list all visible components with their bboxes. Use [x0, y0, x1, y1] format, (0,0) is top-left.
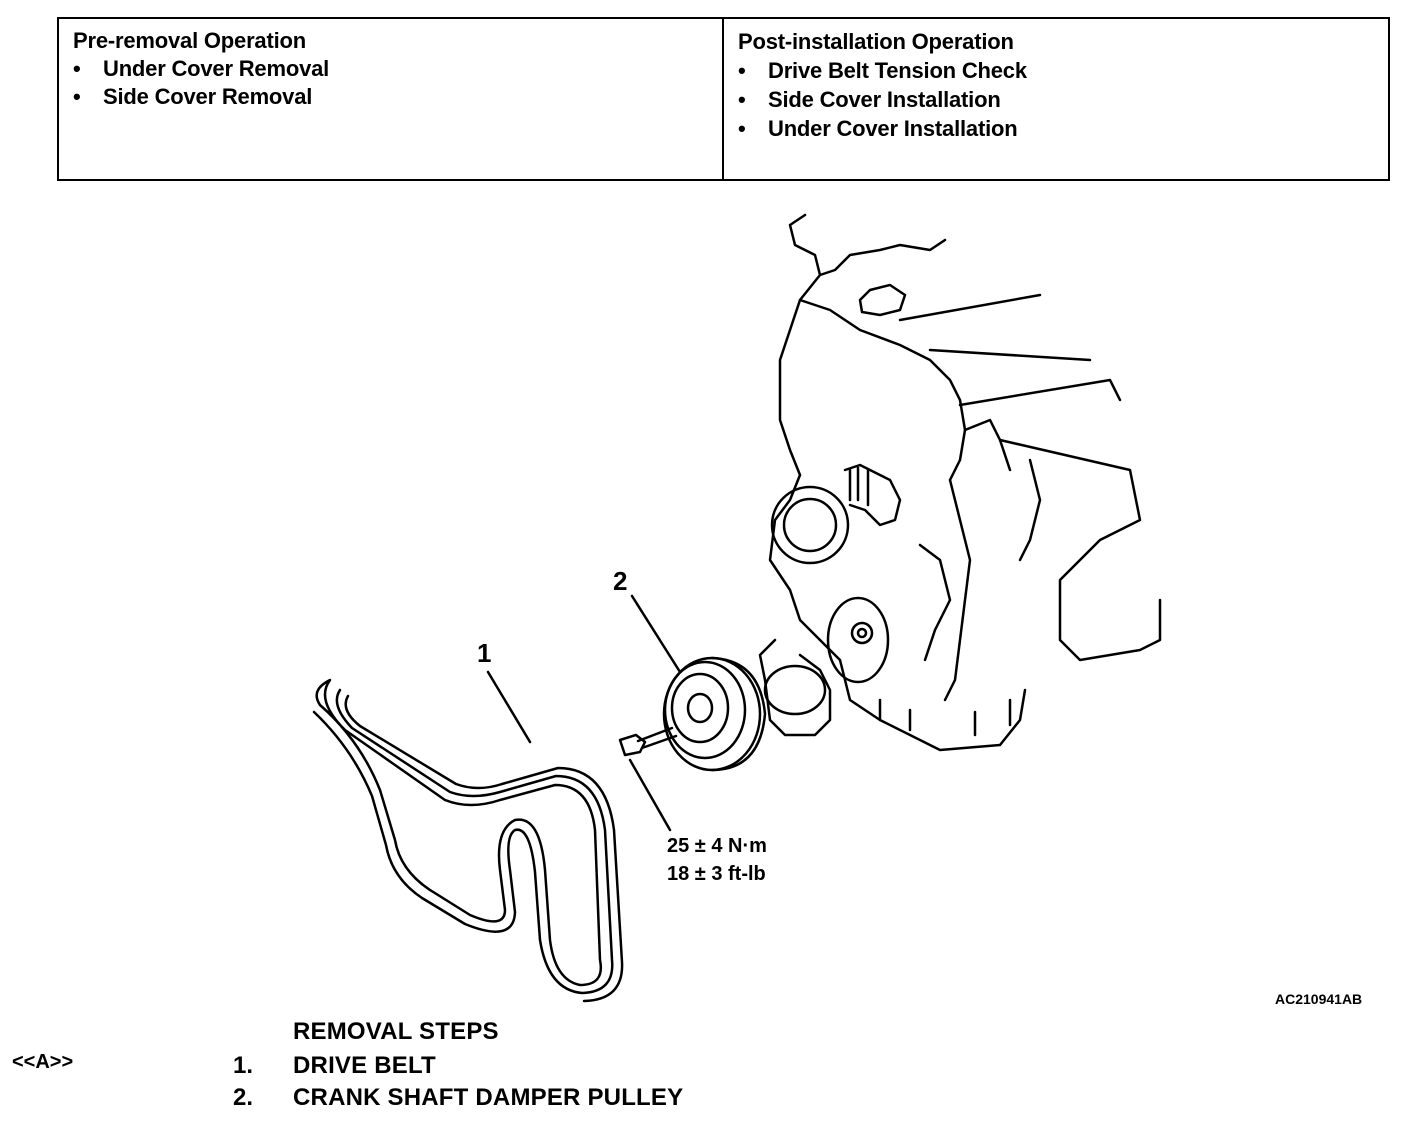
callout-1: 1 — [477, 638, 491, 668]
torque-ftlb: 18 ± 3 ft-lb — [667, 863, 766, 885]
step-number: 2. — [233, 1084, 254, 1111]
callout-1-leader — [486, 670, 532, 744]
pre-removal-list: Under Cover Removal Side Cover Removal — [73, 55, 708, 111]
pre-removal-column: Pre-removal Operation Under Cover Remova… — [59, 19, 724, 179]
removal-steps-title: REMOVAL STEPS — [293, 1018, 499, 1045]
pulley-bolt — [618, 726, 678, 757]
callout-2-leader — [630, 594, 682, 674]
pre-removal-item: Side Cover Removal — [73, 83, 708, 111]
post-installation-column: Post-installation Operation Drive Belt T… — [724, 19, 1388, 179]
step-number: 1. — [233, 1052, 254, 1079]
drive-belt — [312, 678, 624, 1003]
callout-2: 2 — [613, 566, 627, 596]
figure-id: AC210941AB — [1275, 991, 1362, 1007]
engine-block — [758, 213, 1162, 752]
removal-steps: REMOVAL STEPS <<A>> 1. DRIVE BELT 2. CRA… — [0, 1018, 1408, 1138]
crankshaft-damper-pulley — [662, 656, 767, 772]
post-installation-item: Under Cover Installation — [738, 114, 1374, 143]
torque-nm: 25 ± 4 N·m — [667, 835, 767, 857]
exploded-view-diagram: 1 2 25 ± 4 N·m 18 ± 3 ft-lb AC210941AB — [312, 213, 1362, 1007]
torque-leader — [628, 758, 672, 832]
operations-table: Pre-removal Operation Under Cover Remova… — [57, 17, 1390, 181]
post-installation-item: Side Cover Installation — [738, 85, 1374, 114]
step-label: CRANK SHAFT DAMPER PULLEY — [293, 1084, 684, 1111]
post-installation-heading: Post-installation Operation — [738, 29, 1014, 54]
step-label: DRIVE BELT — [293, 1052, 436, 1079]
post-installation-list: Drive Belt Tension Check Side Cover Inst… — [738, 56, 1374, 143]
note-ref: <<A>> — [12, 1051, 74, 1073]
pre-removal-item: Under Cover Removal — [73, 55, 708, 83]
pre-removal-heading: Pre-removal Operation — [73, 28, 306, 53]
post-installation-item: Drive Belt Tension Check — [738, 56, 1374, 85]
